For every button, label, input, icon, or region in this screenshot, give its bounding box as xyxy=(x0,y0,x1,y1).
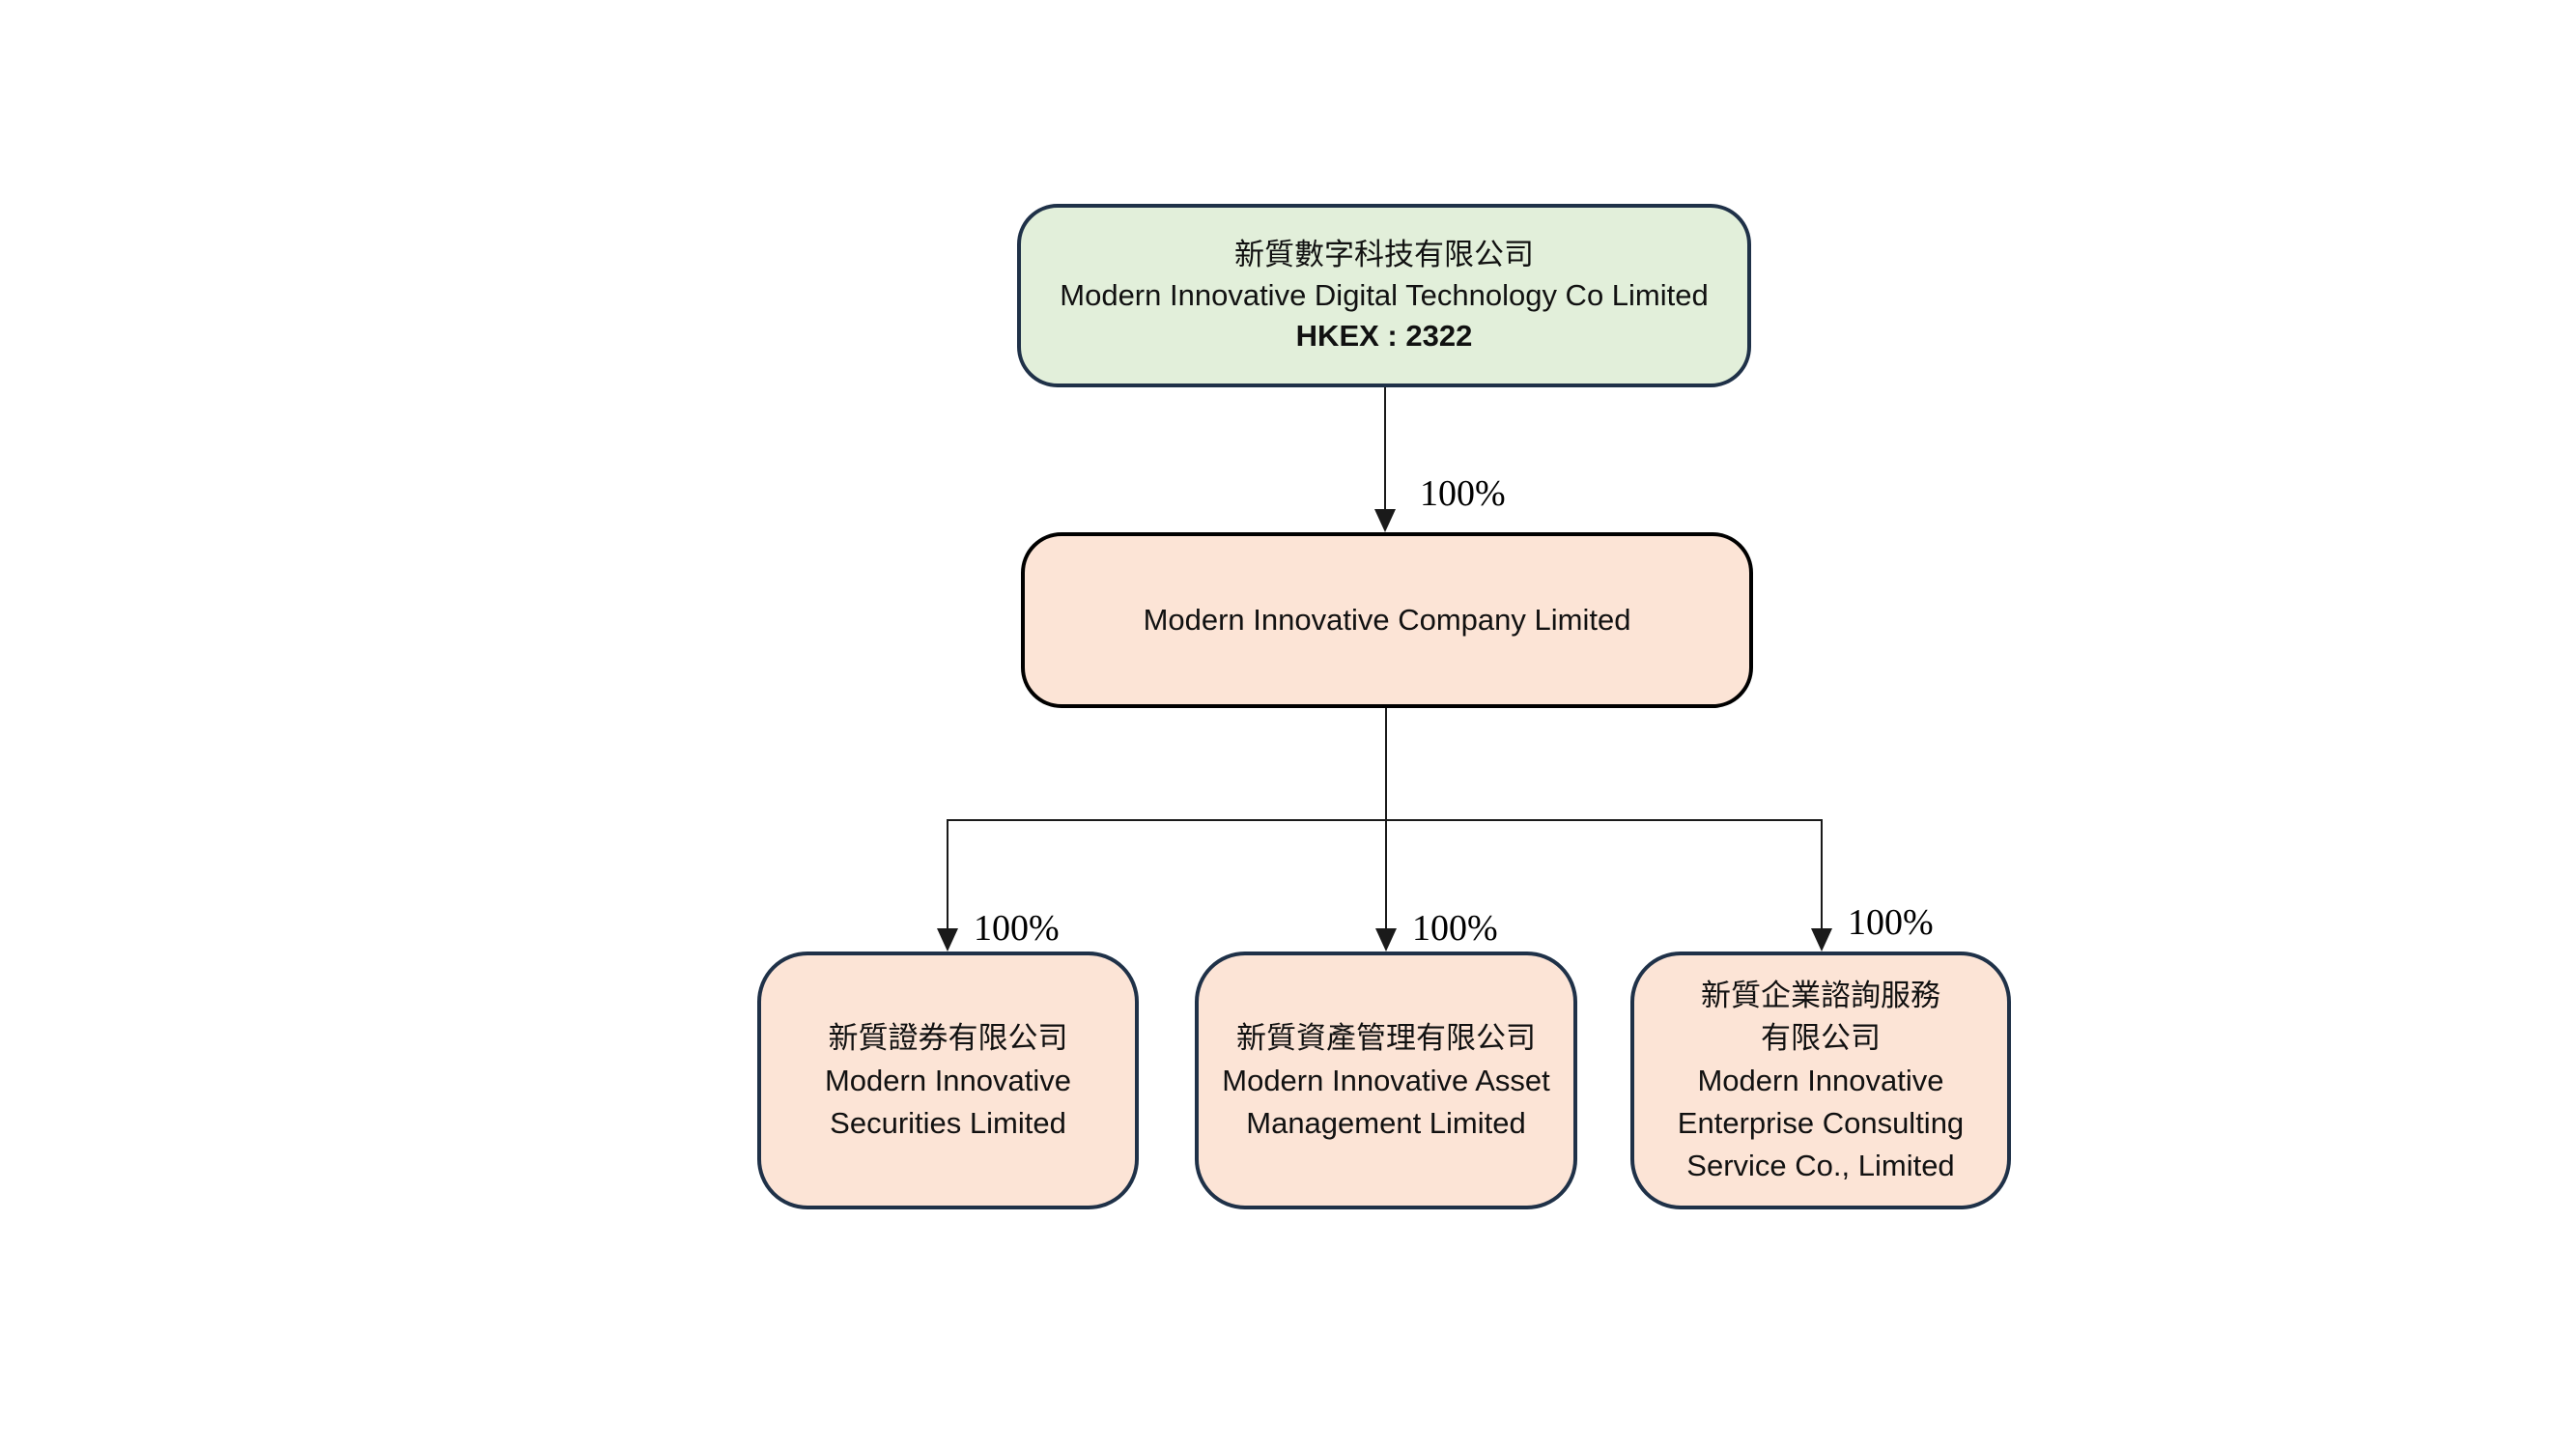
arrowhead-securities-icon xyxy=(937,928,958,952)
ownership-label-parent-to-holding: 100% xyxy=(1420,473,1506,514)
subsidiary-box-asset-management: 新質資產管理有限公司 Modern Innovative Asset Manag… xyxy=(1195,952,1577,1209)
subsidiary-box-securities: 新質證券有限公司 Modern Innovative Securities Li… xyxy=(757,952,1139,1209)
enterprise-consulting-name-en-line2: Enterprise Consulting xyxy=(1677,1105,1965,1140)
securities-name-en-line1: Modern Innovative xyxy=(824,1063,1072,1097)
connector-parent-to-holding xyxy=(1384,387,1386,513)
connector-drop-enterprise-consulting xyxy=(1821,820,1823,932)
ownership-label-enterprise-consulting: 100% xyxy=(1848,902,1934,943)
enterprise-consulting-name-en-line3: Service Co., Limited xyxy=(1686,1148,1955,1182)
connector-horizontal-rail xyxy=(947,819,1823,821)
parent-company-name-en: Modern Innovative Digital Technology Co … xyxy=(1060,278,1709,312)
holding-company-name-en: Modern Innovative Company Limited xyxy=(1143,603,1631,637)
ownership-label-asset-management: 100% xyxy=(1412,908,1498,949)
arrowhead-enterprise-consulting-icon xyxy=(1811,928,1832,952)
asset-management-name-zh: 新質資產管理有限公司 xyxy=(1236,1020,1536,1055)
arrowhead-holding-icon xyxy=(1374,509,1396,532)
subsidiary-box-enterprise-consulting: 新質企業諮詢服務 有限公司 Modern Innovative Enterpri… xyxy=(1630,952,2011,1209)
enterprise-consulting-name-zh-line2: 有限公司 xyxy=(1761,1020,1881,1055)
securities-name-en-line2: Securities Limited xyxy=(830,1105,1066,1140)
parent-company-ticker: HKEX : 2322 xyxy=(1295,319,1473,353)
parent-company-box: 新質數字科技有限公司 Modern Innovative Digital Tec… xyxy=(1017,204,1751,387)
asset-management-name-en-line2: Management Limited xyxy=(1246,1105,1526,1140)
enterprise-consulting-name-zh-line1: 新質企業諮詢服務 xyxy=(1701,978,1940,1012)
arrowhead-asset-management-icon xyxy=(1375,928,1397,952)
ownership-label-securities: 100% xyxy=(974,908,1060,949)
connector-holding-stem xyxy=(1385,708,1387,820)
securities-name-zh: 新質證券有限公司 xyxy=(828,1020,1068,1055)
asset-management-name-en-line1: Modern Innovative Asset xyxy=(1222,1063,1550,1097)
holding-company-box: Modern Innovative Company Limited xyxy=(1021,532,1753,708)
enterprise-consulting-name-en-line1: Modern Innovative xyxy=(1697,1063,1944,1097)
connector-drop-securities xyxy=(947,820,948,932)
parent-company-name-zh: 新質數字科技有限公司 xyxy=(1234,238,1534,271)
connector-drop-asset-management xyxy=(1385,820,1387,932)
